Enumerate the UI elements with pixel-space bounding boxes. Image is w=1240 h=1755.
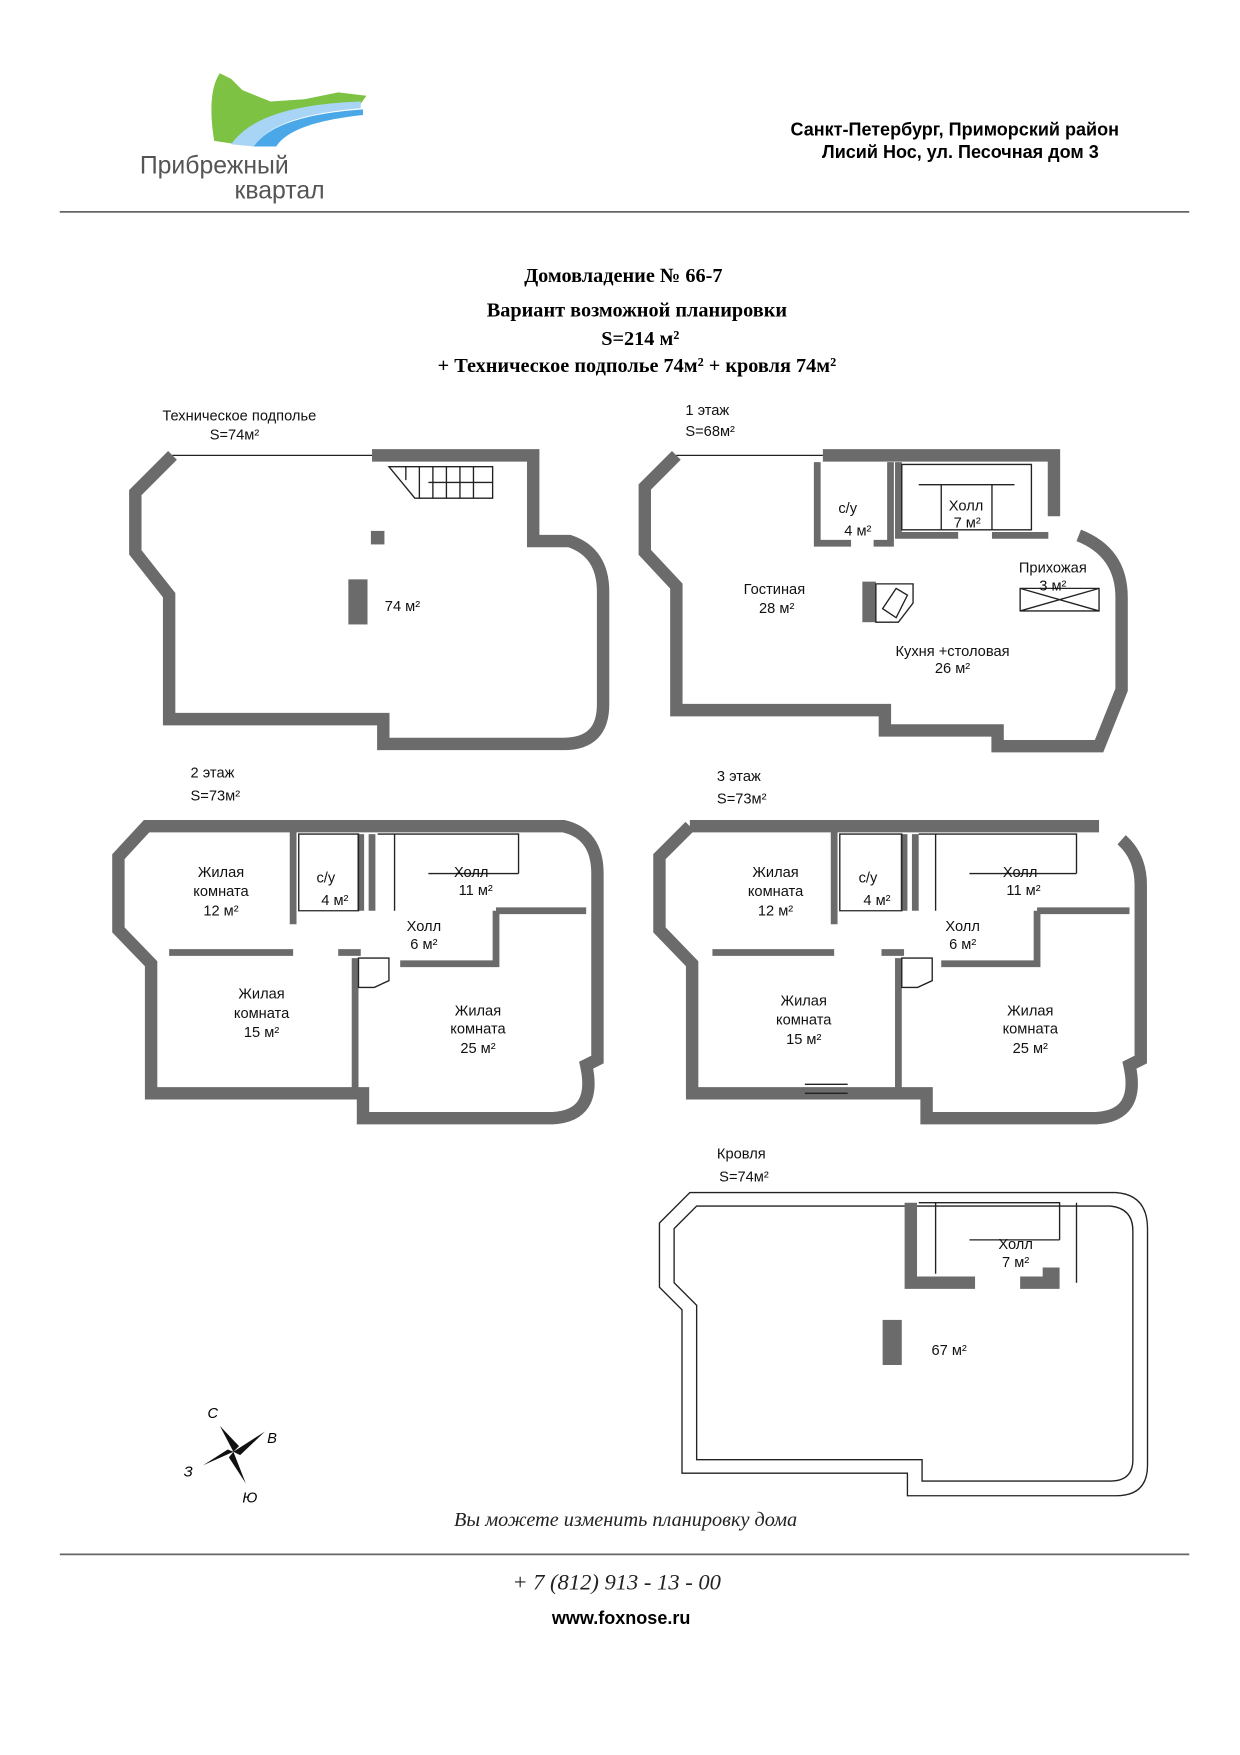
plan-title: 1 этаж — [685, 403, 729, 419]
room-area: 12 м² — [203, 903, 238, 919]
compass-icon — [202, 1425, 265, 1484]
room-area: 15 м² — [786, 1032, 821, 1048]
plan-title: 2 этаж — [191, 766, 235, 782]
room-name: Холл — [945, 919, 980, 935]
plan-floor3: 3 этаж S=73м² Жилая комната 12 м² с/у 4 … — [653, 769, 1147, 1125]
room-area: 7 м² — [1002, 1255, 1029, 1271]
logo-line1: Прибрежный — [140, 153, 289, 180]
room-area: 28 м² — [759, 601, 794, 617]
room-area: 15 м² — [244, 1025, 279, 1041]
room-name: Жилая — [752, 865, 798, 881]
title-line4: + Техническое подполье 74м² + кровля 74м… — [438, 355, 837, 377]
plan-area: S=73м² — [717, 792, 767, 808]
plan-area: S=68м² — [685, 424, 735, 440]
room-name: Холл — [949, 499, 984, 515]
room-name: Жилая — [455, 1004, 501, 1020]
room-area: 4 м² — [321, 893, 348, 909]
room-name: с/у — [838, 501, 857, 517]
room-name: Холл — [1003, 865, 1038, 881]
room-area: 6 м² — [949, 937, 976, 953]
plan-floor2: 2 этаж S=73м² Жилая комната 12 м² с/у 4 … — [112, 766, 604, 1125]
room-area: 4 м² — [844, 523, 871, 539]
plan-title: 3 этаж — [717, 769, 761, 785]
plan-title: Кровля — [717, 1147, 766, 1163]
room-name: Жилая — [1007, 1004, 1053, 1020]
room-name: комната — [234, 1006, 290, 1022]
room-area: 7 м² — [954, 516, 981, 532]
footer-website-link[interactable]: www.foxnose.ru — [551, 1608, 690, 1628]
address-line1: Санкт-Петербург, Приморский район — [791, 119, 1119, 139]
plan-roof: Кровля S=74м² Холл 7 м² 67 м² — [658, 1147, 1149, 1497]
logo: Прибрежный квартал — [140, 73, 367, 204]
compass-south: Ю — [242, 1491, 257, 1507]
room-area: 74 м² — [385, 599, 420, 615]
title-line1: Домовладение № 66-7 — [524, 265, 722, 287]
footer-note: Вы можете изменить планировку дома — [454, 1509, 797, 1531]
room-name: Холл — [454, 865, 489, 881]
room-area: 3 м² — [1039, 579, 1066, 595]
room-area: 11 м² — [459, 883, 493, 899]
room-area: 6 м² — [410, 937, 437, 953]
address-line2: Лисий Нос, ул. Песочная дом 3 — [822, 142, 1099, 162]
title-line3: S=214 м² — [601, 328, 679, 350]
room-name: Кухня +столовая — [896, 644, 1010, 660]
room-name: Гостиная — [744, 582, 805, 598]
room-area: 67 м² — [931, 1343, 966, 1359]
plan-floor1: 1 этаж S=68м² с/у 4 м² Холл 7 м² Прихожа… — [638, 403, 1128, 753]
compass-west: З — [184, 1465, 193, 1481]
room-name: комната — [776, 1013, 832, 1029]
room-name: с/у — [316, 871, 335, 887]
logo-line2: квартал — [235, 177, 325, 204]
compass-rose: С В З Ю — [184, 1406, 277, 1507]
room-name: Жилая — [781, 993, 827, 1009]
plan-title: Техническое подполье — [162, 408, 316, 424]
footer-phone: + 7 (812) 913 - 13 - 00 — [512, 1569, 721, 1594]
room-name: комната — [748, 884, 804, 900]
room-name: Жилая — [238, 987, 284, 1003]
room-name: с/у — [859, 871, 878, 887]
room-area: 25 м² — [460, 1041, 495, 1057]
room-area: 4 м² — [863, 893, 890, 909]
room-area: 26 м² — [935, 661, 970, 677]
room-name: Прихожая — [1019, 561, 1087, 577]
room-name: Холл — [998, 1237, 1033, 1253]
plan-area: S=74м² — [719, 1169, 769, 1185]
room-name: комната — [193, 884, 249, 900]
room-name: Холл — [407, 919, 442, 935]
room-area: 25 м² — [1013, 1041, 1048, 1057]
staircase — [387, 465, 494, 499]
compass-north: С — [207, 1406, 218, 1422]
title-line2: Вариант возможной планировки — [487, 300, 788, 322]
room-name: комната — [1003, 1022, 1059, 1038]
plan-area: S=73м² — [191, 788, 241, 804]
room-name: Жилая — [198, 865, 244, 881]
room-area: 11 м² — [1006, 883, 1040, 899]
compass-east: В — [267, 1431, 277, 1447]
plan-area: S=74м² — [210, 428, 260, 444]
room-name: комната — [450, 1022, 506, 1038]
room-area: 12 м² — [758, 903, 793, 919]
plan-basement: Техническое подполье S=74м² 74 м² — [129, 408, 610, 751]
